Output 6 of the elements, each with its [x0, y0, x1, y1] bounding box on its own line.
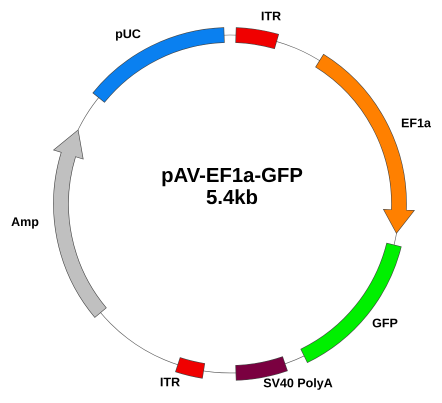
feature-label: EF1a — [402, 118, 431, 128]
feature-label: GFP — [372, 318, 398, 328]
feature-label: ITR — [160, 378, 180, 386]
feature-label: ITR — [262, 12, 281, 20]
feature-label: Amp — [11, 217, 38, 229]
feature-label: SV40 PolyA — [264, 378, 332, 390]
